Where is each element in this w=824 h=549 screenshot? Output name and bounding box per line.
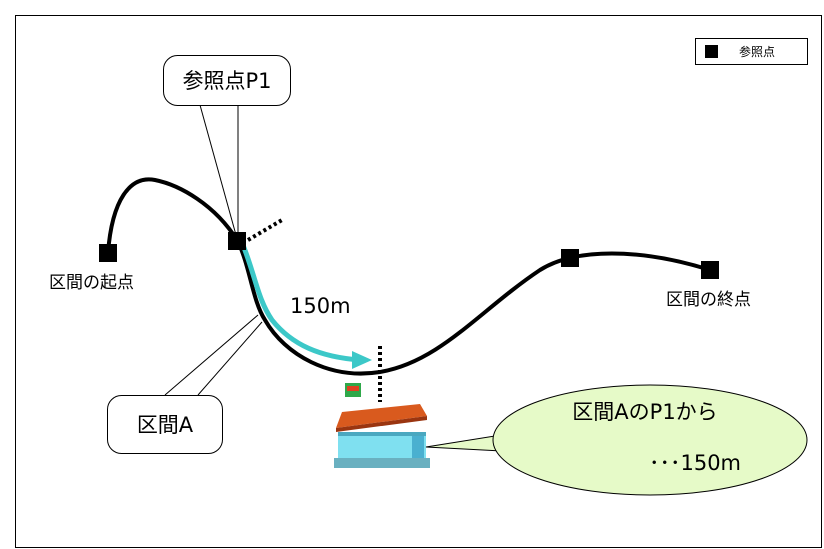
legend-square-marker-icon — [705, 45, 718, 58]
speech-bubble-line1: 区間AのP1から — [572, 400, 717, 424]
speech-bubble-line2: ･･･150m — [649, 451, 741, 475]
p1-square-marker-icon — [228, 232, 246, 250]
section-callout: 区間A — [107, 314, 263, 454]
section-callout-box — [107, 395, 223, 454]
legend: 参照点 — [695, 38, 808, 65]
end-square-marker-icon — [701, 261, 719, 279]
ref-point-dashed-marker — [246, 218, 284, 242]
legend-label: 参照点 — [739, 44, 775, 59]
end-label: 区間の終点 — [666, 290, 751, 310]
ref-point-callout: 参照点P1 — [163, 55, 291, 236]
start-square-marker-icon — [99, 244, 117, 262]
speech-bubble-body — [492, 384, 808, 496]
convenience-store-icon — [334, 383, 430, 468]
distance-arrow — [240, 242, 372, 369]
speech-bubble: 区間AのP1から ･･･150m — [425, 384, 808, 496]
ref-point-callout-text: 参照点P1 — [182, 69, 271, 93]
ref-point-callout-box — [163, 55, 291, 106]
route-line — [106, 177, 712, 376]
mid-square-marker-icon — [561, 249, 579, 267]
distance-label: 150m — [290, 294, 351, 318]
section-callout-text: 区間A — [137, 413, 194, 437]
start-label: 区間の起点 — [49, 273, 134, 293]
diagram-border — [15, 15, 822, 548]
